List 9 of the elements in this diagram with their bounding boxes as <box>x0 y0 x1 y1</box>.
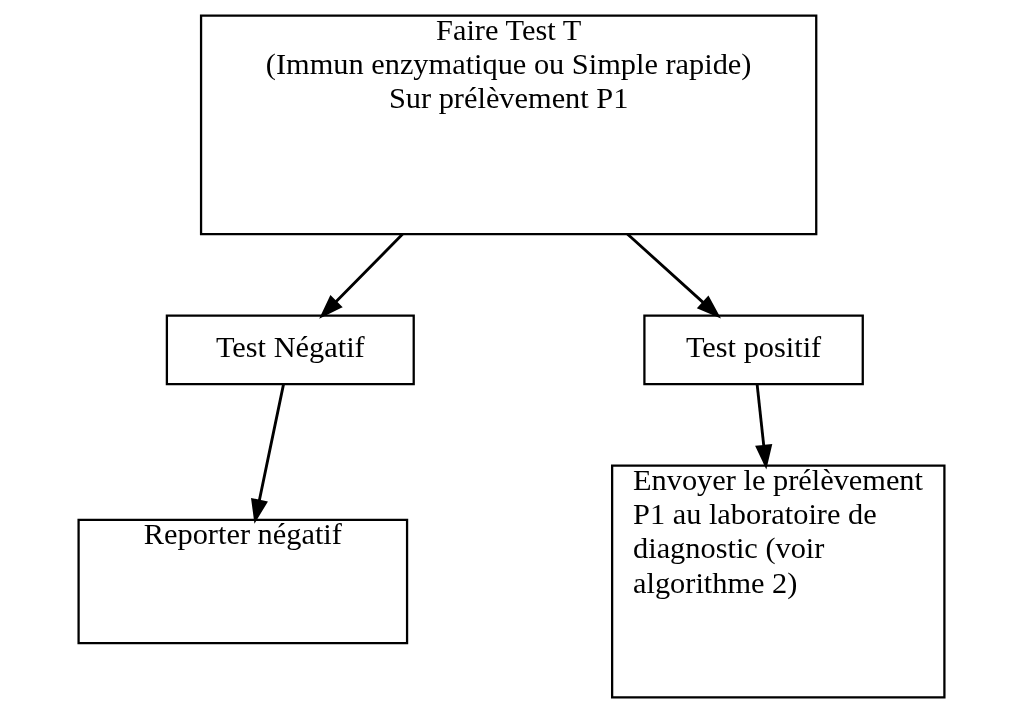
node-box: Envoyer le prélèvement P1 au laboratoire de diagnostic (voir algorithme 2) <box>610 464 946 699</box>
node-box: Faire Test T (Immun enzymatique ou Simple rapide) Sur prélèvement P1 <box>199 14 817 236</box>
arrow <box>754 384 772 470</box>
arrow <box>318 233 404 319</box>
arrow <box>626 233 721 319</box>
node-box: Reporter négatif <box>76 518 408 645</box>
arrow <box>250 384 285 524</box>
node-box: Test positif <box>642 314 864 386</box>
node-box: Test Négatif <box>165 314 415 386</box>
